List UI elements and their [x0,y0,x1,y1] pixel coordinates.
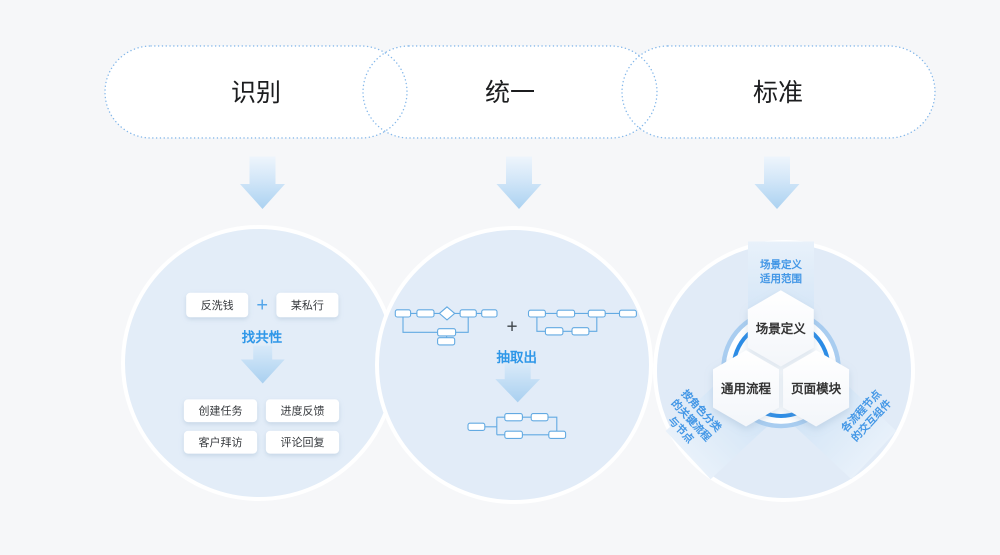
output-box [265,430,340,454]
flow-connector [522,416,558,436]
output-box [265,399,340,423]
input-box-left [186,292,249,318]
output-box-label: 创建任务 [199,404,243,418]
standard-content: 场景定义 通用流程 页面模块 场景定义 适用范围 按角色分类 的关键流程 与节点… [665,241,897,480]
input-box-left-label: 反洗钱 [201,298,234,312]
flow-node [544,327,564,336]
ray-up-label-line2: 适用范围 [760,272,802,285]
flow-diamond [438,306,456,321]
flow-node [504,413,523,422]
flow-node [394,309,412,318]
flowchart-b [527,309,637,336]
plus-icon: + [506,317,517,338]
pill-standard-label: 标准 [753,79,803,107]
identify-content: 反洗钱 某私行 + 找共性 创建任务 进度反馈 客户拜访 评论回复 [183,292,340,454]
pill-unify [363,46,657,138]
pill-unify-label: 统一 [485,79,535,107]
flow-connector [536,316,598,332]
flow-node [527,309,546,318]
pill-identify [105,46,407,138]
pill-standard-border [621,45,936,139]
unify-content: + 抽取出 [394,306,637,439]
hexagon-left-label: 通用流程 [721,381,772,396]
output-box-label: 客户拜访 [199,435,243,449]
flow-node [416,309,435,318]
pill-identify-border [104,45,408,139]
flow-node [530,413,549,422]
flowchart-a [394,306,498,346]
pill-unify-border [362,45,658,139]
pill-standard [622,46,935,138]
flow-node [437,328,457,337]
hexagon-right-label: 页面模块 [791,381,842,396]
title-pills: 识别 统一 标准 [104,45,936,139]
flowchart-merged [467,413,567,439]
flow-node [587,309,606,318]
flow-node [437,337,456,346]
flow-node [467,422,486,431]
flow-node [548,430,567,439]
flow-node [504,430,523,439]
unify-caption: 抽取出 [497,349,538,365]
input-box-right-label: 某私行 [291,299,324,312]
flow-node [459,309,477,318]
output-box-label: 进度反馈 [281,404,325,418]
flow-node [481,309,498,318]
hexagon-top-label: 场景定义 [756,321,807,336]
flow-node [571,327,590,336]
pill-identify-label: 识别 [231,79,281,107]
flow-connector [484,416,505,436]
input-box-right [276,292,339,318]
ray-up-label: 场景定义 适用范围 [760,258,802,285]
ray-up-label-line1: 场景定义 [760,258,802,271]
output-box [183,399,258,423]
output-box-label: 评论回复 [281,435,325,449]
identify-caption: 找共性 [242,329,283,345]
flow-node [556,309,576,318]
plus-icon: + [256,295,268,317]
flow-node [618,309,637,318]
output-box [183,430,258,454]
